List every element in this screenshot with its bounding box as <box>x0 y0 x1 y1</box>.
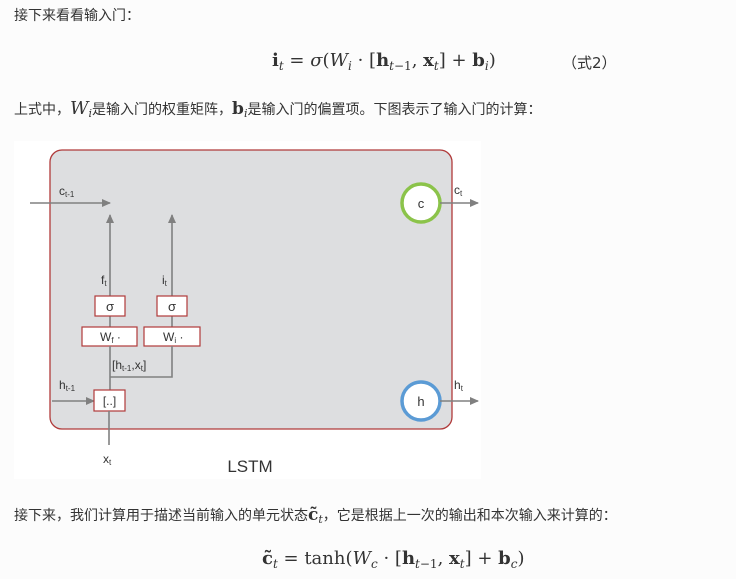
cell-state-description: 接下来，我们计算用于描述当前输入的单元状态c̃t，它是根据上一次的输出和本次输入… <box>14 505 617 526</box>
c-out-label: ct <box>454 183 463 198</box>
sigma-f-box <box>94 295 126 317</box>
equation-number: （式2） <box>562 54 617 72</box>
lstm-input-gate-diagram: ct-1 c ct ft σ Wf · it σ Wi · [ht-1,xt] … <box>14 141 481 479</box>
h-out-label: ht <box>454 378 464 393</box>
i-gate-label: it <box>162 273 168 288</box>
h-node-label: h <box>417 394 424 409</box>
bi-symbol: bi <box>232 99 248 120</box>
x-in-label: xt <box>103 452 112 467</box>
weight-bias-description: 上式中，Wi是输入门的权重矩阵，bi是输入门的偏置项。下图表示了输入门的计算： <box>14 99 541 120</box>
cell-state-formula: c̃t = tanh(Wc · [ht−1, xt] + bc) <box>262 548 525 571</box>
input-gate-formula: it = σ(Wi · [ht−1, xt] + bi) <box>272 50 496 73</box>
intro-input-gate: 接下来看看输入门： <box>14 8 140 24</box>
concat-label: [ht-1,xt] <box>112 358 146 373</box>
wi-symbol: Wi <box>70 98 93 120</box>
line3-suffix: ，它是根据上一次的输出和本次输入来计算的： <box>322 508 617 524</box>
f-gate-label: ft <box>101 273 107 288</box>
concat-box-label: [..] <box>103 394 116 408</box>
c-node-label: c <box>418 196 425 211</box>
wi-label: Wi · <box>163 330 183 345</box>
sigma-i-label: σ <box>168 299 176 314</box>
line3-prefix: 接下来，我们计算用于描述当前输入的单元状态 <box>14 508 308 524</box>
line2-prefix: 上式中， <box>14 102 70 118</box>
c-tilde-symbol: c̃t <box>308 505 323 526</box>
sigma-i-box <box>156 295 188 317</box>
line2-suffix: 是输入门的偏置项。下图表示了输入门的计算： <box>247 102 542 118</box>
line2-mid: 是输入门的权重矩阵， <box>92 102 233 118</box>
wf-label: Wf · <box>100 330 121 345</box>
lstm-panel <box>49 149 453 430</box>
lstm-title: LSTM <box>227 457 272 476</box>
sigma-f-label: σ <box>106 299 114 314</box>
